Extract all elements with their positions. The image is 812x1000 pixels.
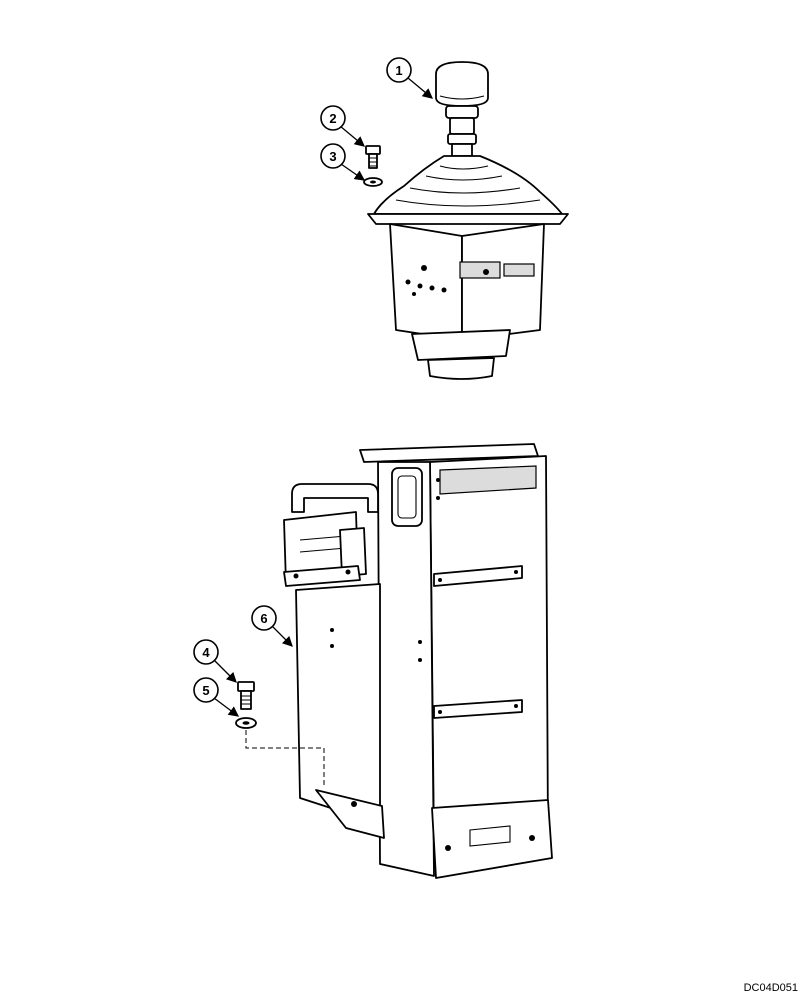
callout-5: 5: [193, 677, 219, 703]
bolt-2: [365, 145, 381, 169]
callout-label: 3: [329, 149, 336, 164]
callout-6: 6: [251, 605, 277, 631]
joystick-control: [367, 61, 569, 380]
leader-2: [339, 125, 365, 147]
leader-5: [213, 697, 240, 717]
callout-4: 4: [193, 639, 219, 665]
assembly-centerline: [245, 730, 325, 786]
callout-1: 1: [386, 57, 412, 83]
callout-label: 6: [260, 611, 267, 626]
callout-label: 1: [395, 63, 402, 78]
callout-label: 5: [202, 683, 209, 698]
leader-1: [407, 77, 433, 99]
callout-3: 3: [320, 143, 346, 169]
washer-5: [235, 717, 257, 729]
leader-6: [271, 625, 293, 647]
washer-3: [363, 177, 383, 187]
bolt-4: [237, 681, 255, 710]
leader-3: [340, 163, 366, 181]
drawing-code: DC04D051: [743, 982, 798, 994]
leader-4: [213, 659, 237, 683]
callout-2: 2: [320, 105, 346, 131]
console-bracket: [283, 443, 553, 879]
callout-label: 4: [202, 645, 210, 660]
callout-label: 2: [329, 111, 336, 126]
